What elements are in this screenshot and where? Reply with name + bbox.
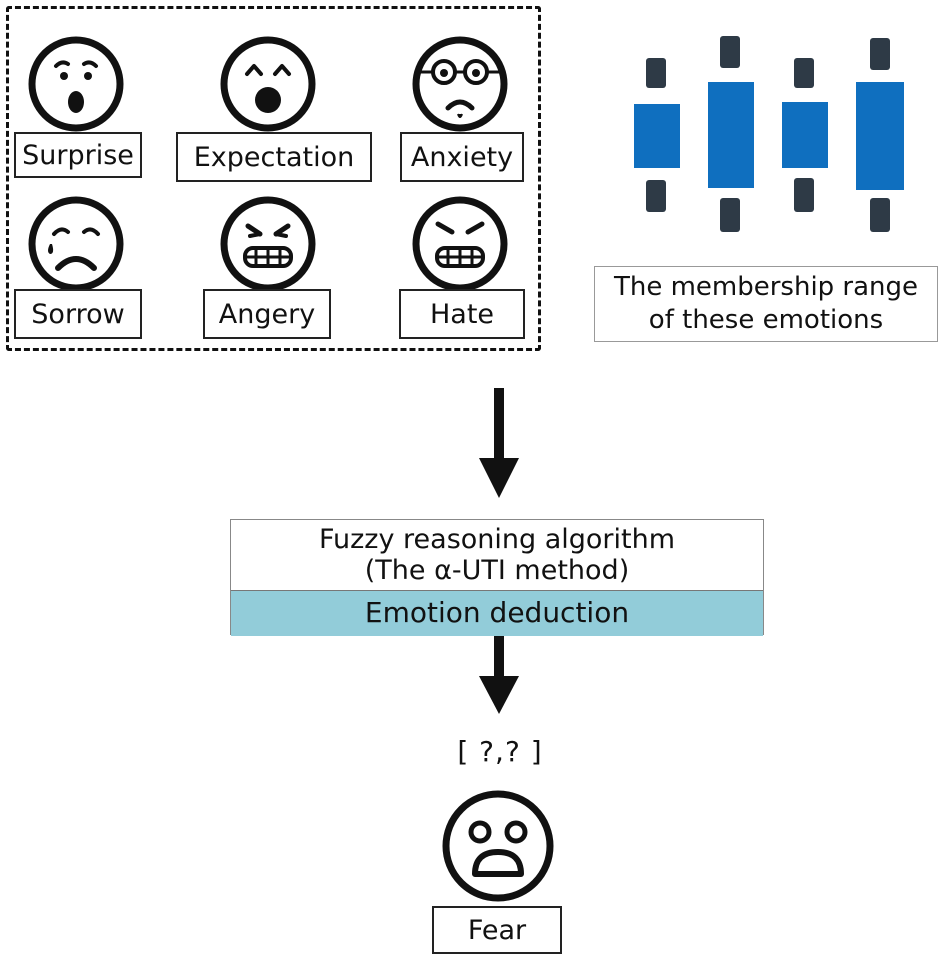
emotion-label-surprise: Surprise: [14, 132, 142, 178]
emotion-label-anxiety: Anxiety: [400, 132, 524, 182]
algorithm-line-2: (The α-UTI method): [364, 555, 630, 586]
emotion-group-box: [6, 6, 541, 351]
algorithm-line-1: Fuzzy reasoning algorithm: [318, 524, 676, 555]
angry-face-icon: [220, 196, 316, 292]
arrow-down-icon: [479, 388, 519, 498]
arrow-down-icon: [479, 636, 519, 714]
emotion-label-expectation: Expectation: [176, 132, 372, 182]
membership-range-box: The membership range of these emotions: [594, 266, 938, 342]
membership-line-2: of these emotions: [648, 305, 884, 335]
emotion-deduction-bar: Emotion deduction: [231, 590, 763, 636]
fear-interval: [ ?,? ]: [457, 735, 543, 768]
membership-range-bars-icon: [634, 36, 904, 232]
fuzzy-reasoning-box: Fuzzy reasoning algorithm (The α-UTI met…: [230, 519, 764, 636]
expectation-face-icon: [220, 36, 316, 132]
anxiety-face-icon: [412, 36, 508, 132]
fear-face-icon: [442, 790, 554, 902]
result-label-fear: Fear: [432, 906, 562, 954]
emotion-label-hate: Hate: [399, 289, 525, 339]
membership-line-1: The membership range: [613, 272, 919, 302]
sorrow-face-icon: [28, 196, 124, 292]
emotion-label-angery: Angery: [203, 289, 331, 339]
emotion-label-sorrow: Sorrow: [14, 289, 142, 339]
algorithm-title: Fuzzy reasoning algorithm (The α-UTI met…: [231, 520, 763, 590]
surprise-face-icon: [28, 36, 124, 132]
hate-face-icon: [412, 196, 508, 292]
